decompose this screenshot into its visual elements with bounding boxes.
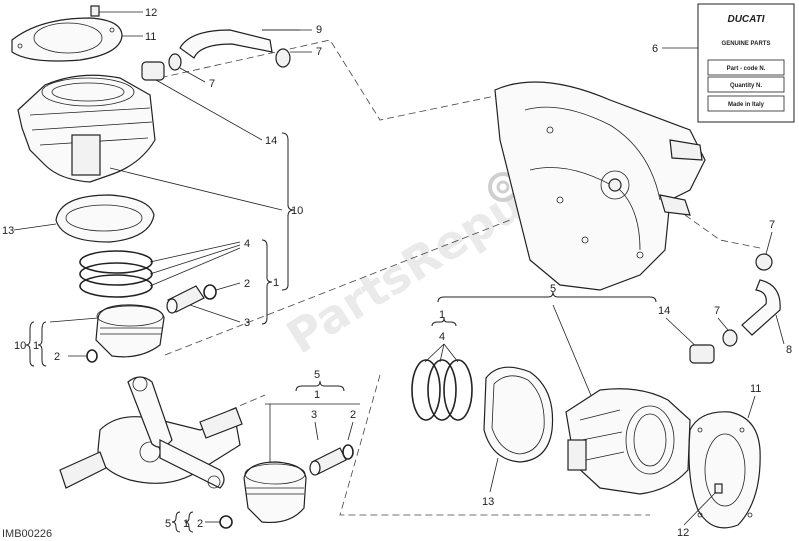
callout-1-top: 1 <box>439 309 445 321</box>
head-gasket-part-right <box>688 411 761 529</box>
piston-rings-part <box>79 241 241 298</box>
genuine-parts-card: DUCATI GENUINE PARTS Part - code N. Quan… <box>697 3 795 123</box>
callout-10-right: 10 <box>291 205 303 217</box>
clamp-part-top-left <box>168 53 206 83</box>
bracket-1-inner <box>37 321 47 367</box>
callout-5-mid: 5 <box>314 369 320 381</box>
diagram-reference-code: IMB00226 <box>2 528 52 540</box>
callout-1-mid: 1 <box>314 389 320 401</box>
connecting-rod-part-right <box>159 439 225 489</box>
base-gasket-part-right <box>483 366 554 463</box>
circlip-part-mid <box>342 444 354 460</box>
leader-11-right <box>747 395 756 419</box>
bracket-10-right <box>281 132 295 291</box>
piston-pin-part-left <box>166 285 241 323</box>
spigot-part-right <box>689 344 715 364</box>
leader-4-top-b <box>439 343 445 363</box>
leader-12-bottom <box>683 491 717 526</box>
callout-3-mid: 3 <box>311 409 317 421</box>
card-row-part-code: Part - code N. <box>727 66 766 72</box>
bracket-1-left <box>261 239 273 325</box>
callout-9: 9 <box>316 24 322 36</box>
callout-7-lower: 7 <box>714 305 720 317</box>
callout-14-mid: 14 <box>658 305 670 317</box>
callout-2-bracket: 2 <box>54 351 60 363</box>
piston-part-left <box>49 304 165 358</box>
assembly-line-top <box>149 39 501 121</box>
bracket-5-bottom <box>171 511 181 533</box>
screw-part <box>90 5 143 17</box>
crankcase-part <box>494 81 706 291</box>
callout-8: 8 <box>786 344 792 356</box>
leader-13-bottom <box>489 457 499 493</box>
leader-7-mid <box>765 231 773 255</box>
callout-1-left: 1 <box>273 277 279 289</box>
clamp-part-top-right <box>275 48 312 68</box>
assembly-line-middle <box>164 219 511 356</box>
callout-12-bottom: 12 <box>677 527 689 539</box>
callout-4-left: 4 <box>244 238 250 250</box>
card-row-made-in-italy: Made in Italy <box>728 102 765 108</box>
callout-12-top: 12 <box>145 7 157 19</box>
head-gasket-part <box>11 17 143 62</box>
callout-14-top: 14 <box>265 135 277 147</box>
bracket-10-outer <box>25 321 35 367</box>
callout-5-bottom: 5 <box>165 518 171 530</box>
circlip-part-small <box>68 349 98 363</box>
piston-pin-part-mid <box>309 447 347 476</box>
leader-2-mid <box>347 421 354 441</box>
callout-2-left: 2 <box>244 278 250 290</box>
callout-7-mid: 7 <box>769 219 775 231</box>
callout-7-top-right: 7 <box>316 46 322 58</box>
connecting-rod-part-left <box>127 376 173 448</box>
callout-2-mid: 2 <box>350 409 356 421</box>
callout-4-top: 4 <box>439 331 445 343</box>
intake-elbow-part-right <box>741 279 781 336</box>
callout-2-bottom: 2 <box>197 518 203 530</box>
leader-3-mid <box>314 421 319 441</box>
callout-7-top-left: 7 <box>209 78 215 90</box>
circlip-part-left <box>203 282 241 300</box>
spigot-part-top <box>141 61 263 141</box>
leader-5-top <box>552 304 596 406</box>
cylinder-part-right <box>565 388 691 495</box>
callout-5-top: 5 <box>550 283 556 295</box>
screw-part-right <box>714 483 723 494</box>
callout-3-left: 3 <box>244 317 250 329</box>
callout-10-bracket: 10 <box>14 340 26 352</box>
callout-11-right: 11 <box>750 383 761 395</box>
callout-13-bottom: 13 <box>482 496 494 508</box>
circlip-part-bottom <box>205 515 233 529</box>
callout-1-bracket: 1 <box>33 340 39 352</box>
card-brand: DUCATI <box>727 14 764 25</box>
bracket-1-top <box>431 317 457 327</box>
piston-part-mid <box>243 461 307 524</box>
assembly-line-right <box>684 214 761 249</box>
base-gasket-part <box>13 194 155 243</box>
bracket-5-top <box>437 291 657 303</box>
callout-1-bottom: 1 <box>183 518 189 530</box>
assembly-line-bottom <box>339 374 650 516</box>
bracket-1-bottom <box>184 511 194 533</box>
cylinder-part <box>17 74 156 183</box>
leader-4-top-a <box>424 343 445 363</box>
callout-6: 6 <box>652 43 658 55</box>
leader-4-top-c <box>443 343 459 363</box>
leader-8 <box>775 314 785 345</box>
callout-13-left: 13 <box>2 225 14 237</box>
callout-11-top: 11 <box>145 31 156 43</box>
piston-rings-part-right <box>411 359 473 421</box>
bracket-5-mid <box>295 380 345 392</box>
card-row-quantity: Quantity N. <box>730 83 762 89</box>
card-subtitle: GENUINE PARTS <box>722 41 771 47</box>
clamp-part-right-upper <box>755 253 773 271</box>
leader-10 <box>109 167 283 211</box>
leader-7-lower <box>717 317 729 331</box>
clamp-part-right-lower <box>722 329 738 347</box>
